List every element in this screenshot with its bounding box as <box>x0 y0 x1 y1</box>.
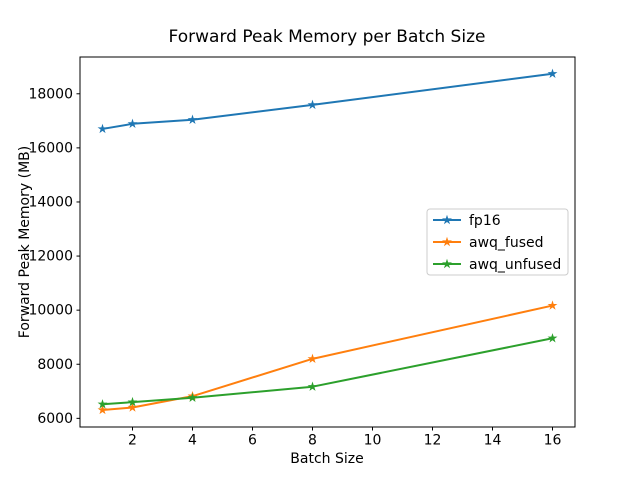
y-tick-label: 18000 <box>28 86 73 102</box>
chart-title: Forward Peak Memory per Batch Size <box>168 27 486 47</box>
series-marker-fp16 <box>127 118 138 129</box>
legend-label-awq_unfused: awq_unfused <box>469 257 561 273</box>
x-tick-label: 14 <box>484 433 502 449</box>
series-marker-awq_unfused <box>547 333 558 343</box>
legend-marker-awq_fused <box>442 236 452 247</box>
series-marker-fp16 <box>187 114 198 124</box>
series-marker-awq_fused <box>547 300 558 310</box>
series-line-awq_fused <box>101 304 554 411</box>
y-tick-label: 8000 <box>37 357 73 373</box>
y-tick-label: 6000 <box>37 411 73 427</box>
y-tick-label: 16000 <box>28 140 73 156</box>
series-marker-awq_fused <box>127 402 138 412</box>
x-tick-label: 2 <box>128 433 137 449</box>
x-tick-label: 10 <box>364 433 382 449</box>
y-tick-label: 12000 <box>28 249 73 265</box>
x-tick-label: 6 <box>248 433 257 449</box>
series-marker-awq_unfused <box>307 381 318 391</box>
series-marker-fp16 <box>547 68 558 78</box>
legend-label-fp16: fp16 <box>469 213 501 229</box>
series-marker-awq_unfused <box>187 392 198 402</box>
legend-box <box>426 208 569 276</box>
series-marker-awq_fused <box>307 353 318 364</box>
legend-marker-awq_unfused <box>442 258 452 269</box>
y-tick-label: 14000 <box>28 194 73 210</box>
series-marker-awq_fused <box>97 404 108 415</box>
series-marker-fp16 <box>307 99 318 110</box>
y-axis-label: Forward Peak Memory (MB) <box>17 145 33 339</box>
legend-marker-fp16 <box>442 214 452 225</box>
series-line-awq_unfused <box>101 337 554 406</box>
series-marker-awq_unfused <box>97 399 108 409</box>
series-marker-awq_unfused <box>127 396 138 407</box>
axes-frame <box>79 56 576 428</box>
x-tick-label: 8 <box>308 433 317 449</box>
x-tick-label: 12 <box>424 433 442 449</box>
series-line-fp16 <box>101 72 554 130</box>
y-tick-label: 10000 <box>28 303 73 319</box>
x-tick-label: 16 <box>544 433 562 449</box>
series-marker-fp16 <box>97 123 108 134</box>
legend-label-awq_fused: awq_fused <box>469 235 544 251</box>
x-axis-label: Batch Size <box>290 451 364 467</box>
x-tick-label: 4 <box>188 433 197 449</box>
